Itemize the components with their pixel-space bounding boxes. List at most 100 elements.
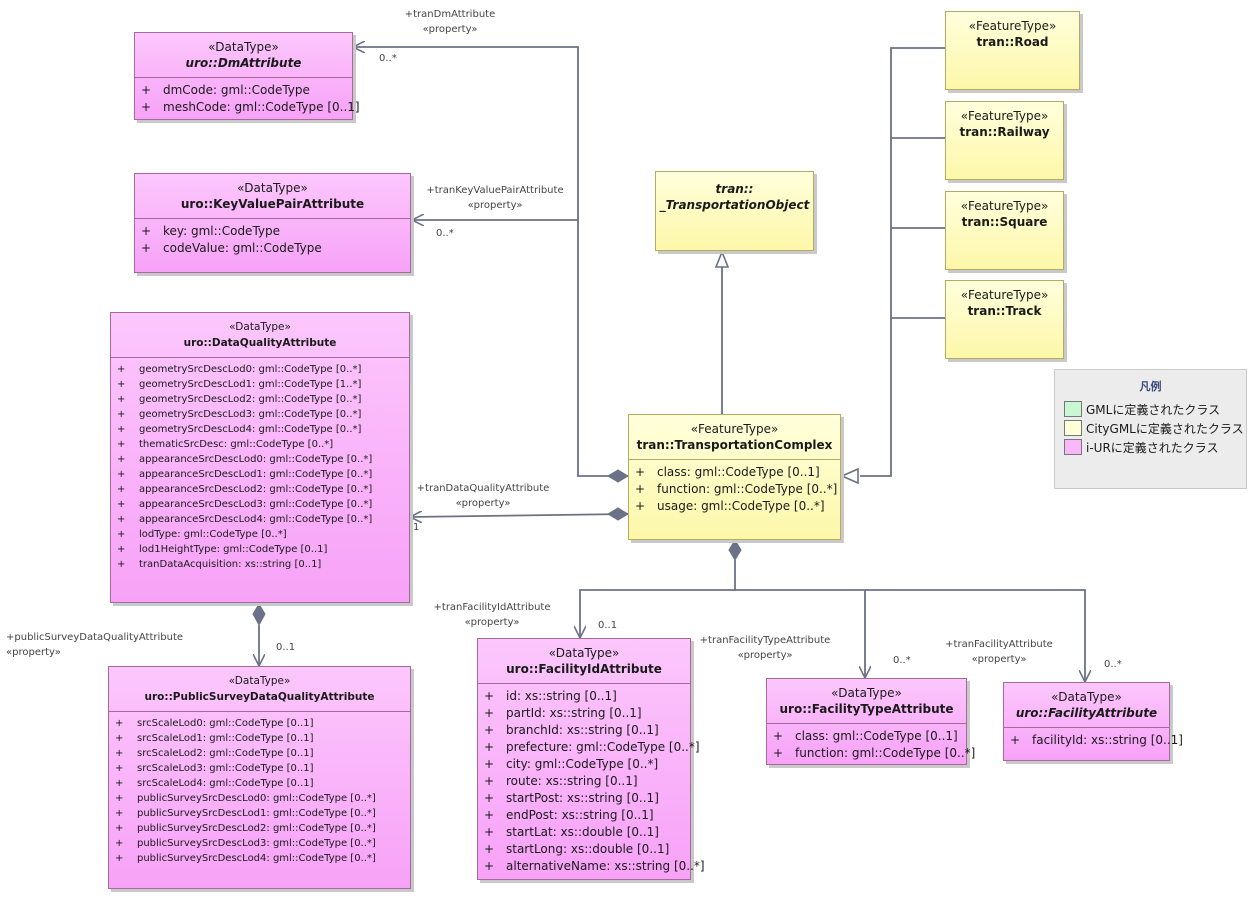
class-transportation-object[interactable]: tran:: _TransportationObject — [655, 171, 814, 251]
class-data-quality-attribute[interactable]: «DataType» uro::DataQualityAttribute +ge… — [110, 312, 410, 603]
attribute-text: appearanceSrcDescLod1: gml::CodeType [0.… — [139, 469, 373, 480]
attribute-row: +class: gml::CodeType [0..1] — [773, 728, 960, 745]
attribute-row: +appearanceSrcDescLod2: gml::CodeType [0… — [117, 482, 403, 497]
class-stereotype: «DataType» — [548, 646, 620, 660]
visibility-marker: + — [115, 808, 124, 819]
visibility-marker: + — [115, 733, 124, 744]
attribute-list: +facilityId: xs::string [0..1] — [1004, 728, 1183, 749]
attribute-row: +class: gml::CodeType [0..1] — [635, 464, 834, 481]
class-road[interactable]: «FeatureType» tran::Road — [945, 11, 1080, 90]
class-name: uro::FacilityTypeAttribute — [779, 702, 954, 716]
diamond-public-survey — [252, 603, 266, 627]
label-tran-kvp: +tranKeyValuePairAttribute«property» — [426, 185, 564, 211]
visibility-marker: + — [115, 853, 124, 864]
attribute-text: class: gml::CodeType [0..1] — [795, 729, 958, 743]
visibility-marker: + — [484, 842, 495, 856]
attribute-text: city: gml::CodeType [0..*] — [506, 757, 659, 771]
visibility-marker: + — [115, 763, 124, 774]
visibility-marker: + — [141, 224, 152, 238]
attribute-text: facilityId: xs::string [0..1] — [1032, 733, 1183, 747]
attribute-text: lod1HeightType: gml::CodeType [0..1] — [139, 544, 328, 555]
class-name: uro::DmAttribute — [185, 56, 302, 70]
diamond-facility — [728, 539, 742, 561]
class-name: uro::KeyValuePairAttribute — [180, 197, 365, 211]
attribute-text: partId: xs::string [0..1] — [506, 706, 642, 720]
attribute-row: +publicSurveySrcDescLod3: gml::CodeType … — [115, 836, 404, 851]
visibility-marker: + — [117, 559, 126, 570]
attribute-list: +class: gml::CodeType [0..1]+function: g… — [629, 460, 840, 515]
visibility-marker: + — [117, 454, 126, 465]
visibility-marker: + — [635, 482, 646, 496]
class-railway[interactable]: «FeatureType» tran::Railway — [945, 101, 1064, 180]
legend-swatch-gml — [1064, 401, 1082, 417]
attribute-text: branchId: xs::string [0..1] — [506, 723, 659, 737]
visibility-marker: + — [115, 823, 124, 834]
visibility-marker: + — [484, 791, 495, 805]
visibility-marker: + — [484, 689, 495, 703]
class-stereotype: «DataType» — [1051, 690, 1122, 704]
class-stereotype: «DataType» — [208, 40, 279, 54]
attribute-text: id: xs::string [0..1] — [506, 689, 617, 703]
class-name: uro::PublicSurveyDataQualityAttribute — [144, 691, 375, 703]
attribute-text: dmCode: gml::CodeType — [163, 83, 310, 97]
attribute-row: + publicSurveySrcDescLod4: gml::CodeType … — [115, 851, 404, 866]
class-transportation-complex[interactable]: «FeatureType» tran::TransportationComple… — [628, 414, 841, 540]
class-square[interactable]: «FeatureType» tran::Square — [945, 191, 1064, 270]
attribute-row: + srcScaleLod3: gml::CodeType [0..1] — [115, 761, 404, 776]
class-name-line2: _TransportationObject — [659, 198, 810, 212]
attribute-row: +lodType: gml::CodeType [0..*] — [117, 527, 403, 542]
class-name: tran::Square — [961, 215, 1048, 229]
attribute-row: +facilityId: xs::string [0..1] — [1010, 732, 1183, 749]
class-stereotype: «FeatureType» — [690, 422, 779, 436]
attribute-text: publicSurveySrcDescLod3: gml::CodeType [… — [137, 838, 376, 849]
attribute-text: srcScaleLod3: gml::CodeType [0..1] — [137, 763, 314, 774]
class-public-survey-data-quality-attribute[interactable]: «DataType» uro::PublicSurveyDataQualityA… — [108, 666, 411, 889]
class-facility-attribute[interactable]: «DataType» uro::FacilityAttribute +facil… — [1003, 682, 1183, 761]
label-facility-type: +tranFacilityTypeAttribute«property» — [699, 635, 831, 661]
attribute-row: + publicSurveySrcDescLod2: gml::CodeType … — [115, 821, 404, 836]
mult-facility-id: 0..1 — [598, 620, 618, 631]
mult-tran-dm: 0..* — [379, 53, 397, 64]
attribute-row: +key: gml::CodeType — [141, 223, 404, 240]
attribute-list: +key: gml::CodeType+codeValue: gml::Code… — [135, 219, 410, 257]
class-facility-type-attribute[interactable]: «DataType» uro::FacilityTypeAttribute +c… — [766, 678, 975, 765]
class-stereotype: «DataType» — [831, 686, 902, 700]
attribute-text: publicSurveySrcDescLod0: gml::CodeType [… — [137, 793, 376, 804]
visibility-marker: + — [484, 723, 495, 737]
visibility-marker: + — [484, 757, 495, 771]
class-key-value-pair-attribute[interactable]: «DataType» uro::KeyValuePairAttribute +k… — [134, 173, 411, 273]
attribute-row: +srcScaleLod0: gml::CodeType [0..1] — [115, 716, 404, 731]
attribute-text: publicSurveySrcDescLod2: gml::CodeType [… — [137, 823, 376, 834]
class-facility-id-attribute[interactable]: «DataType» uro::FacilityIdAttribute + id:… — [477, 638, 705, 880]
visibility-marker: + — [773, 746, 784, 760]
attribute-text: startLong: xs::double [0..1] — [506, 842, 670, 856]
mult-facility-type: 0..* — [893, 655, 911, 666]
attribute-row: + startLong: xs::double [0..1] — [484, 841, 684, 858]
class-track[interactable]: «FeatureType» tran::Track — [945, 280, 1064, 359]
mult-tran-kvp: 0..* — [436, 228, 454, 239]
class-dm-attribute[interactable]: «DataType» uro::DmAttribute +dmCode: gml… — [134, 32, 360, 120]
attribute-list: +class: gml::CodeType [0..1]+function: g… — [767, 724, 975, 762]
attribute-text: route: xs::string [0..1] — [506, 774, 638, 788]
class-stereotype: «FeatureType» — [968, 19, 1057, 33]
class-stereotype: «DataType» — [228, 675, 291, 687]
attribute-text: meshCode: gml::CodeType [0..1] — [163, 100, 360, 114]
visibility-marker: + — [115, 718, 124, 729]
attribute-row: +meshCode: gml::CodeType [0..1] — [141, 99, 360, 116]
class-stereotype: «FeatureType» — [960, 199, 1049, 213]
visibility-marker: + — [635, 499, 646, 513]
attribute-row: +prefecture: gml::CodeType [0..*] — [484, 739, 700, 756]
attribute-text: publicSurveySrcDescLod4: gml::CodeType [… — [137, 853, 376, 864]
attribute-row: +partId: xs::string [0..1] — [484, 705, 684, 722]
attribute-text: lodType: gml::CodeType [0..*] — [139, 529, 287, 540]
diamond-tran-dm — [607, 469, 629, 483]
attribute-row: +lod1HeightType: gml::CodeType [0..1] — [117, 542, 403, 557]
legend-swatch-iur — [1064, 439, 1082, 455]
class-name: uro::FacilityIdAttribute — [506, 662, 662, 676]
visibility-marker: + — [117, 439, 126, 450]
attribute-row: +codeValue: gml::CodeType — [141, 240, 404, 257]
attribute-text: appearanceSrcDescLod3: gml::CodeType [0.… — [139, 499, 373, 510]
mult-public-survey: 0..1 — [276, 642, 296, 653]
class-name: uro::FacilityAttribute — [1015, 706, 1158, 720]
attribute-row: +thematicSrcDesc: gml::CodeType [0..*] — [117, 437, 403, 452]
